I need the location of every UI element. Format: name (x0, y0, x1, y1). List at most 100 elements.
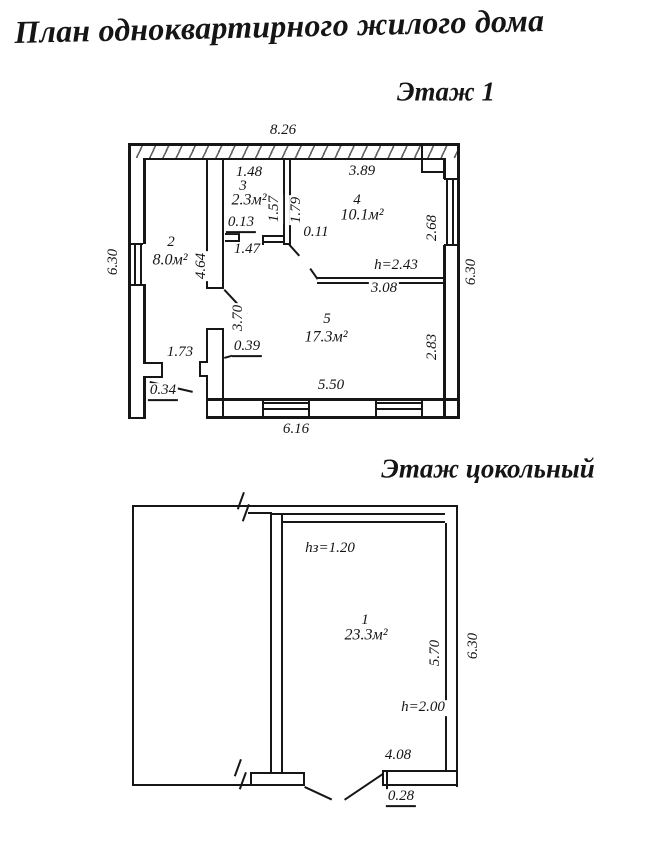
dim-stub-013: 0.13 (225, 214, 257, 233)
dim-basement-right-height: 6.30 (465, 630, 482, 662)
wall-line (382, 770, 384, 786)
wall-line (206, 328, 224, 330)
wall-line (270, 513, 283, 515)
wall-line (262, 241, 284, 243)
wall-line (281, 521, 445, 523)
dim-wall-thickness-028: 0.28 (385, 788, 417, 807)
wall-line (262, 408, 310, 410)
wall-line (262, 402, 310, 404)
wall-line (248, 512, 272, 514)
dim-bottom-outer: 6.16 (280, 421, 312, 438)
dim-floor1-right-height: 6.30 (463, 256, 480, 288)
wall-line (143, 376, 163, 378)
room4-number: 4 (351, 192, 363, 209)
wall-line (444, 178, 457, 180)
dim-opening-147: 1.47 (231, 241, 263, 258)
wall-line (132, 505, 458, 507)
wall-line (382, 784, 457, 786)
wall-line (225, 233, 240, 235)
wall-line (250, 772, 252, 786)
wall-line (444, 244, 457, 246)
wall-line (206, 377, 208, 419)
dim-basement-bottom-width: 4.08 (382, 747, 414, 764)
wall-line (140, 245, 142, 284)
room2-number: 2 (165, 234, 177, 251)
wall-line (206, 328, 208, 363)
dim-wall-464: 4.64 (193, 250, 210, 282)
wall-line (283, 243, 291, 245)
wall-hatch (128, 146, 460, 158)
wall-line (421, 400, 423, 416)
wall-line (317, 277, 444, 279)
dim-034: 0.34 (147, 382, 179, 401)
wall-line (206, 158, 208, 289)
wall-line (199, 361, 201, 377)
wall-line (303, 772, 305, 786)
wall-line (222, 328, 224, 419)
wall-line (281, 513, 445, 515)
wall-line (132, 784, 252, 786)
wall-line (443, 245, 446, 419)
wall-line (270, 513, 272, 772)
room3-area: 2.3м² (229, 191, 269, 210)
wall-line (375, 402, 423, 404)
break-tick (238, 772, 247, 790)
wall-line (281, 513, 283, 772)
wall-line (206, 416, 460, 419)
room4-area: 10.1м² (338, 206, 386, 225)
room3-number: 3 (237, 178, 249, 195)
wall-line (206, 287, 224, 289)
wall-line (199, 375, 208, 377)
dim-basement-inner-height: 5.70 (427, 637, 444, 669)
dim-right-lower: 2.83 (424, 331, 441, 363)
dim-basement-hz: hз=1.20 (303, 540, 357, 557)
wall-line (446, 180, 448, 244)
leader-line (304, 786, 333, 801)
dim-room3-height: 1.57 (266, 193, 283, 225)
leader-line (344, 773, 384, 801)
wall-line (161, 362, 163, 378)
dim-ceiling-height-basement: h=2.00 (399, 699, 447, 716)
dim-039: 0.39 (231, 338, 263, 357)
wall-line (143, 158, 146, 244)
dim-ceiling-height-f1: h=2.43 (372, 257, 420, 274)
dim-floor1-left-height: 6.30 (105, 246, 122, 278)
wall-line (143, 378, 146, 419)
wall-line (375, 400, 377, 416)
wall-line (250, 784, 305, 786)
room5-area: 17.3м² (302, 328, 350, 347)
leader-line (288, 244, 301, 257)
wall-line (128, 417, 146, 419)
page-title: План одноквартирного жилого дома (14, 1, 545, 50)
wall-line (134, 245, 136, 284)
wall-line (445, 523, 447, 770)
wall-line (222, 158, 224, 289)
wall-line (262, 400, 264, 416)
wall-line (457, 143, 460, 419)
wall-line (421, 171, 444, 173)
wall-line (143, 362, 163, 364)
wall-line (452, 180, 454, 244)
dim-right-upper: 2.68 (424, 212, 441, 244)
room5-number: 5 (321, 311, 333, 328)
wall-line (199, 361, 208, 363)
wall-line (144, 158, 444, 160)
wall-line (262, 235, 264, 245)
wall-line (143, 284, 146, 362)
leader-line (309, 268, 319, 280)
wall-line (375, 408, 423, 410)
wall-line (132, 505, 134, 786)
room2-area: 8.0м² (150, 251, 190, 270)
dim-wall-370: 3.70 (230, 302, 247, 334)
floor1-title: Этаж 1 (396, 76, 496, 107)
dim-bottom-inner: 5.50 (315, 377, 347, 394)
room1-number: 1 (359, 612, 371, 629)
dim-308: 3.08 (368, 280, 400, 297)
wall-line (386, 772, 388, 804)
dim-partition-height: 1.79 (288, 194, 305, 226)
dim-opening-173: 1.73 (164, 344, 196, 361)
wall-line (283, 158, 285, 245)
wall-line (262, 235, 284, 237)
wall-line (206, 398, 460, 401)
